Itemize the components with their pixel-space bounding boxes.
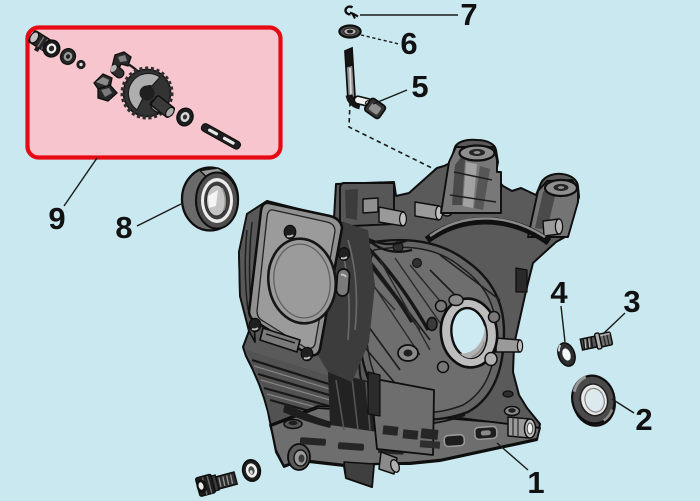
- svg-text:7: 7: [460, 0, 477, 32]
- svg-text:1: 1: [527, 465, 544, 500]
- svg-text:6: 6: [400, 26, 417, 61]
- svg-text:9: 9: [48, 201, 65, 236]
- svg-text:8: 8: [115, 210, 132, 245]
- svg-text:3: 3: [623, 284, 640, 319]
- svg-text:5: 5: [411, 69, 428, 104]
- svg-text:2: 2: [635, 402, 652, 437]
- svg-text:4: 4: [550, 275, 568, 310]
